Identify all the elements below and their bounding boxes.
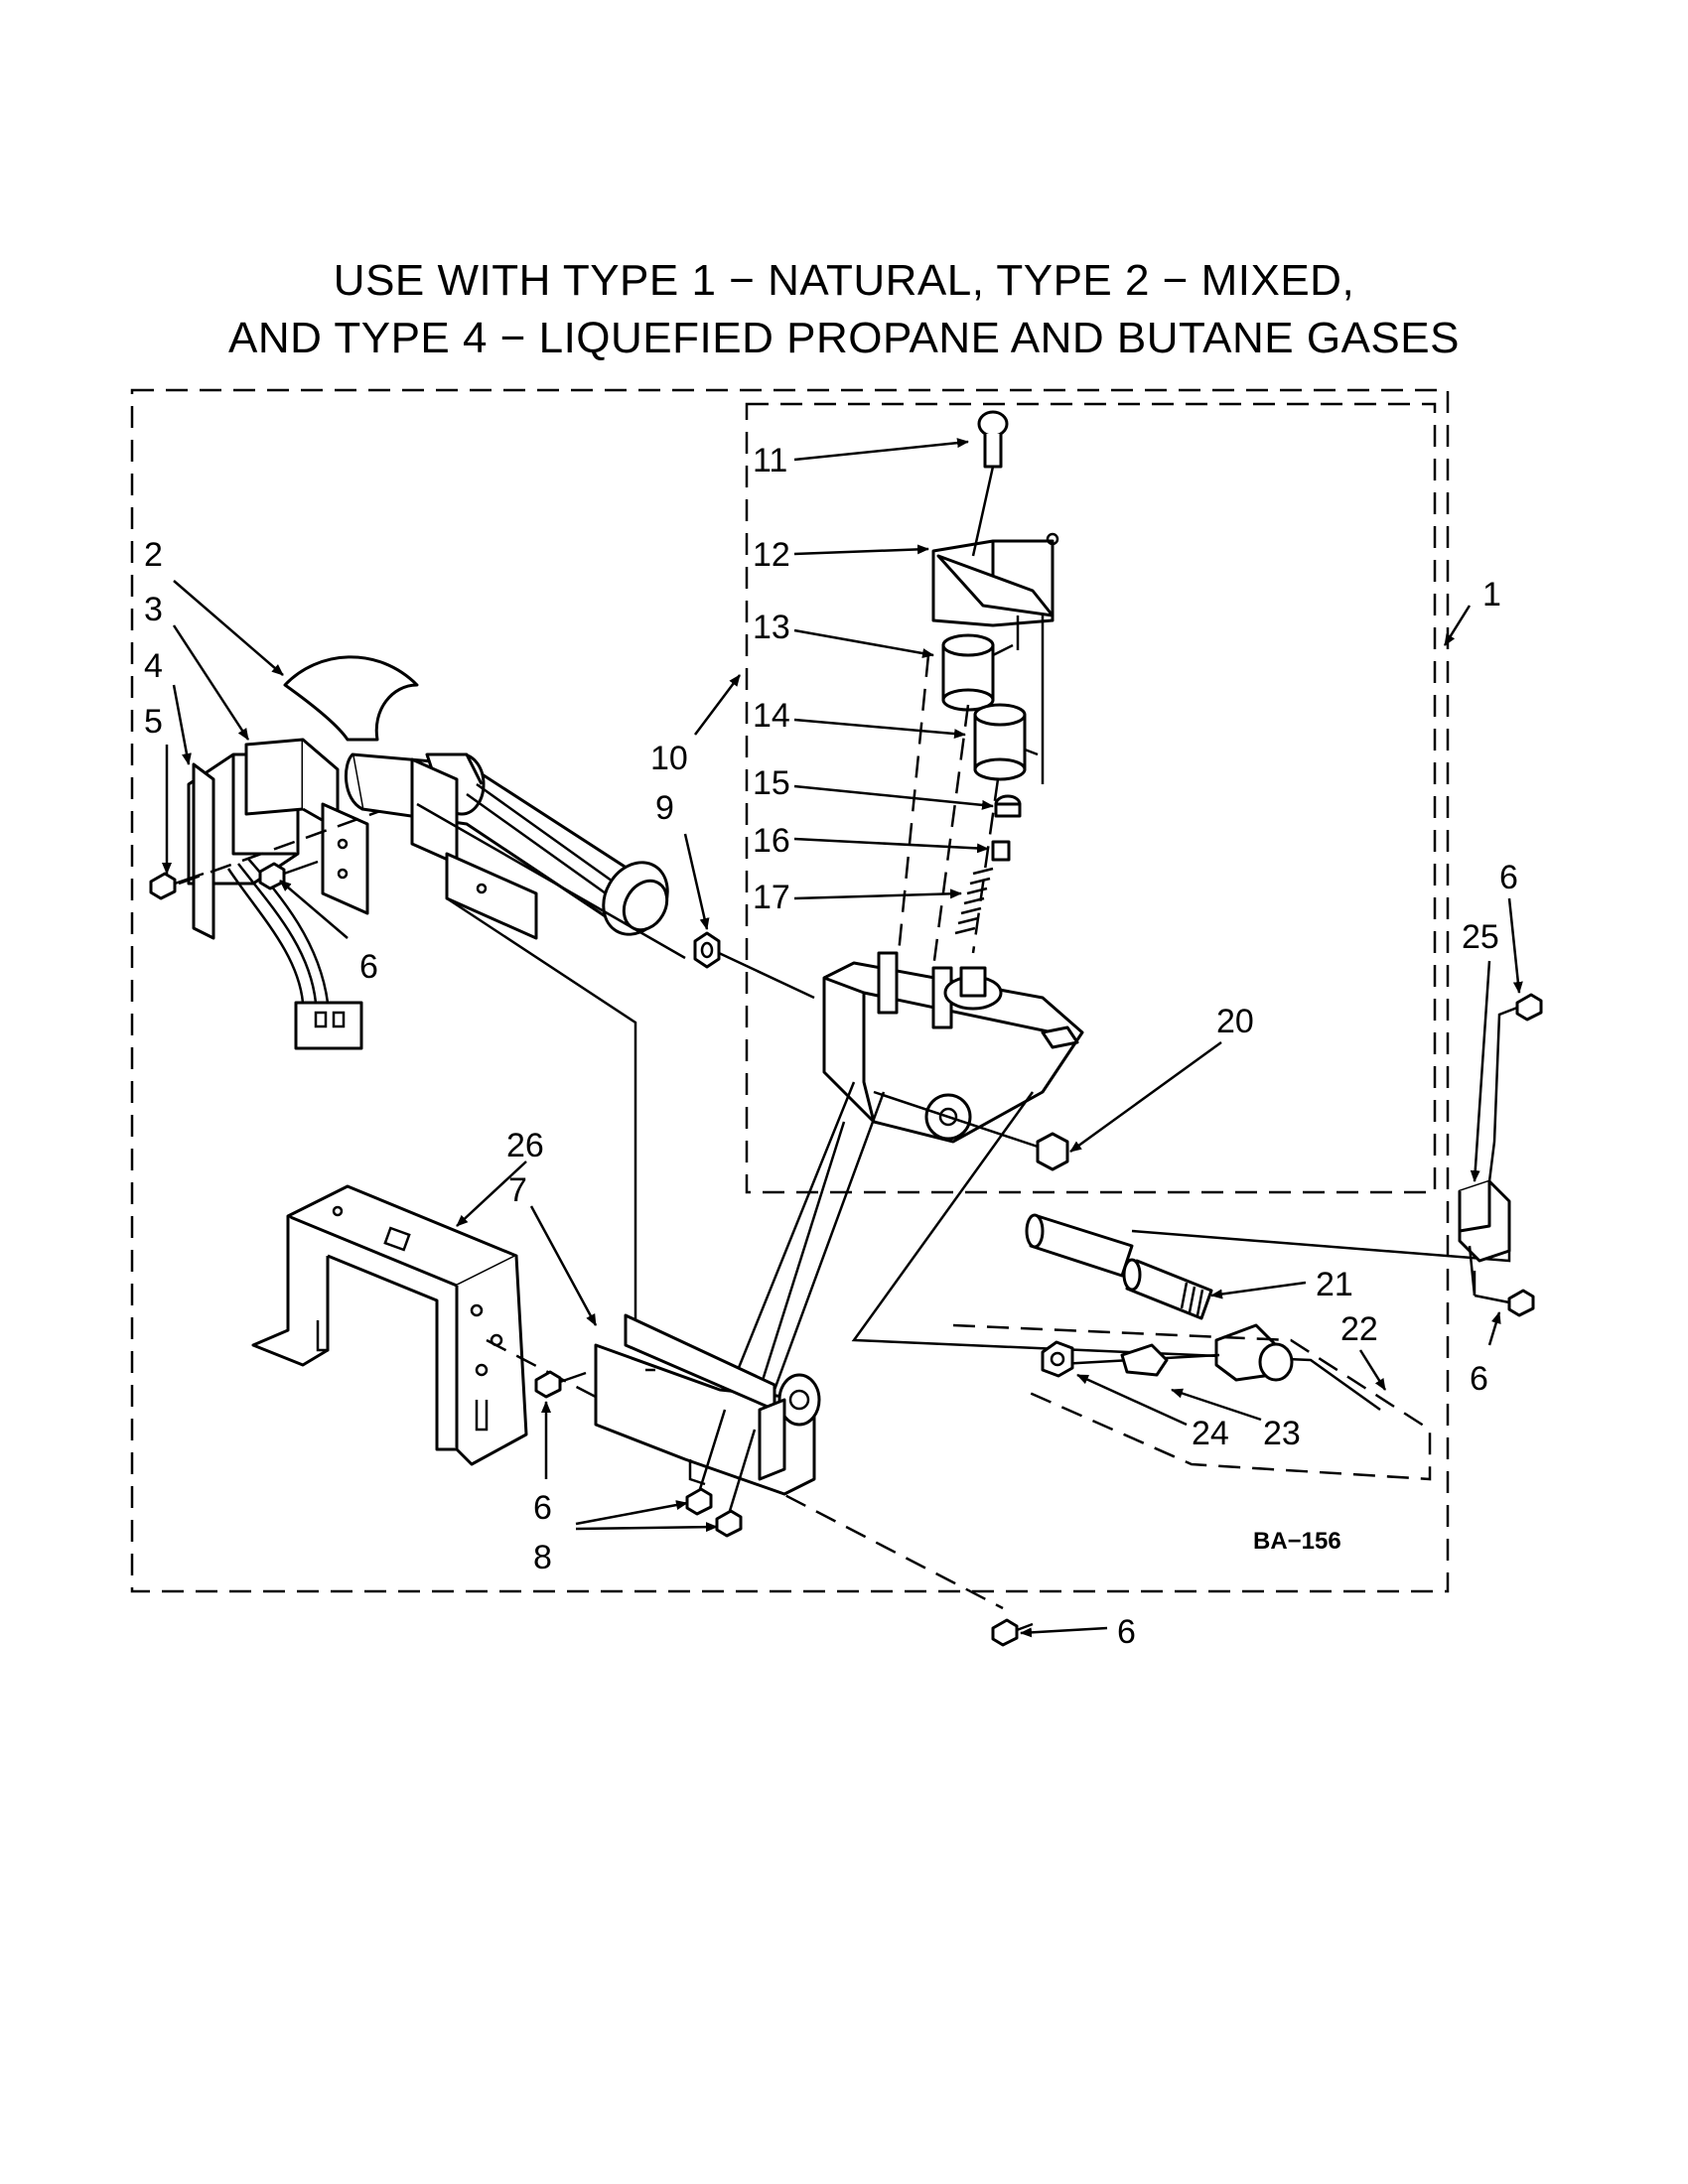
base-bracket-26 bbox=[251, 1184, 528, 1466]
pipe-21 bbox=[1025, 1213, 1213, 1320]
callout-11: 11 bbox=[753, 442, 787, 479]
leader-arrows bbox=[162, 438, 1523, 1638]
callout-6-bracket: 6 bbox=[359, 948, 378, 986]
ignitor-bracket bbox=[187, 738, 369, 940]
coil-alignment-line-c bbox=[971, 778, 1000, 954]
fitting-kit-outline bbox=[952, 1323, 1432, 1481]
callout-8: 8 bbox=[533, 1539, 552, 1576]
valve-axis-line bbox=[873, 1090, 1054, 1154]
mounting-bracket-12 bbox=[931, 532, 1059, 627]
diagram-title-line-1: USE WITH TYPE 1 − NATURAL, TYPE 2 − MIXE… bbox=[333, 256, 1355, 305]
callout-5: 5 bbox=[144, 703, 163, 741]
gas-valve-body bbox=[822, 951, 1084, 1144]
support-line-c bbox=[758, 1121, 846, 1391]
screw-axis-line bbox=[971, 466, 995, 557]
burner-tube bbox=[283, 655, 669, 940]
coil-alignment-line-a bbox=[897, 654, 930, 954]
cap-15 bbox=[994, 794, 1022, 818]
clip-drop-line bbox=[1468, 1245, 1477, 1297]
callout-6-clip-bottom: 6 bbox=[1470, 1360, 1488, 1398]
callout-12: 12 bbox=[753, 536, 790, 574]
callout-23: 23 bbox=[1263, 1415, 1301, 1452]
support-line-a bbox=[728, 1081, 856, 1391]
screw-6-bracket bbox=[258, 860, 319, 890]
clip-25 bbox=[1458, 1179, 1511, 1296]
support-line-b bbox=[773, 1091, 886, 1391]
valve-assembly-boundary bbox=[745, 402, 1437, 1194]
screw-line-b bbox=[728, 1429, 757, 1512]
screw-8 bbox=[715, 1509, 743, 1538]
callout-6-clip-top: 6 bbox=[1499, 859, 1518, 896]
coil-14 bbox=[973, 703, 1039, 781]
screw-line-a bbox=[698, 1409, 727, 1490]
coil-13 bbox=[941, 633, 1014, 712]
screw-6-clip-top bbox=[1487, 993, 1543, 1182]
screw-6-clip-bottom bbox=[1474, 1289, 1535, 1317]
orifice-nut-9 bbox=[693, 931, 721, 969]
outer-assembly-boundary bbox=[130, 388, 1450, 1593]
callout-24: 24 bbox=[1192, 1415, 1229, 1452]
callout-7: 7 bbox=[508, 1171, 527, 1209]
callout-6-external: 6 bbox=[1117, 1613, 1136, 1651]
nozzle-bracket-line bbox=[851, 1091, 1381, 1412]
mounting-plate-7 bbox=[594, 1313, 821, 1496]
callout-22: 22 bbox=[1340, 1310, 1378, 1348]
tube-axis-line bbox=[416, 802, 686, 960]
wire-connector bbox=[294, 1001, 363, 1050]
callout-6-plate: 6 bbox=[533, 1489, 552, 1527]
spring-17 bbox=[954, 867, 994, 935]
callout-4: 4 bbox=[144, 647, 163, 685]
nut-24 bbox=[1041, 1340, 1074, 1378]
screw-11 bbox=[977, 410, 1009, 469]
diagram-code: BA−156 bbox=[1253, 1528, 1341, 1555]
callout-17: 17 bbox=[753, 879, 790, 916]
screw-6-external bbox=[991, 1618, 1034, 1647]
coil-alignment-line-b bbox=[931, 704, 970, 969]
pipe-connector-line bbox=[1131, 1229, 1511, 1263]
callout-26: 26 bbox=[506, 1127, 544, 1164]
fitting-23 bbox=[1120, 1343, 1169, 1377]
screw-6-lower bbox=[685, 1487, 713, 1516]
tube-drop-line bbox=[446, 896, 637, 1330]
callout-15: 15 bbox=[753, 764, 790, 802]
screw-6-plate bbox=[534, 1370, 587, 1399]
callout-1: 1 bbox=[1482, 576, 1501, 614]
callout-21: 21 bbox=[1316, 1266, 1353, 1303]
callout-13: 13 bbox=[753, 609, 790, 646]
callout-16: 16 bbox=[753, 822, 790, 860]
callout-2: 2 bbox=[144, 536, 163, 574]
diagram-title-line-2: AND TYPE 4 − LIQUEFIED PROPANE AND BUTAN… bbox=[228, 314, 1460, 362]
fitting-22 bbox=[1214, 1323, 1294, 1382]
nut-axis-line bbox=[718, 951, 815, 1000]
callout-25: 25 bbox=[1462, 918, 1499, 956]
callout-14: 14 bbox=[753, 697, 790, 735]
sensor-20 bbox=[1036, 1132, 1069, 1171]
callout-9: 9 bbox=[655, 789, 674, 827]
plunger-16 bbox=[991, 840, 1011, 862]
callout-20: 20 bbox=[1216, 1003, 1254, 1040]
callout-10: 10 bbox=[650, 740, 688, 777]
callout-3: 3 bbox=[144, 591, 163, 628]
